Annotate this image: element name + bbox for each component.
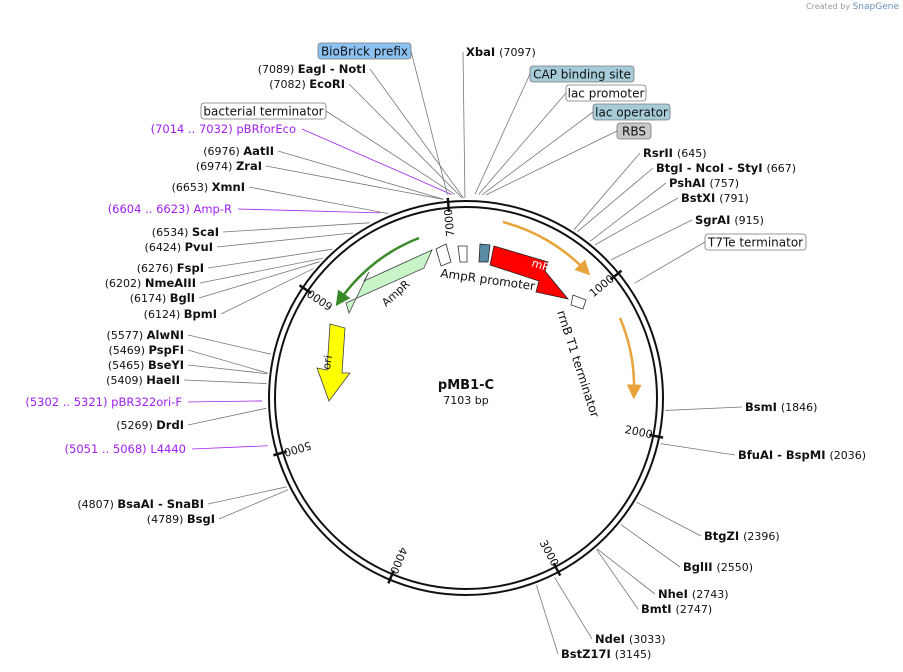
site-sgrai[interactable]: SgrAI (915) (695, 213, 764, 227)
site-pspfi[interactable]: (5469) PspFI (108, 343, 184, 357)
rrnb-t1-terminator-feature[interactable] (570, 294, 587, 310)
tick-label-3000: 3000 (537, 538, 562, 569)
site-btgi-ncoi-styi[interactable]: BtgI - NcoI - StyI (667) (656, 161, 796, 175)
tick-2000 (649, 433, 664, 439)
plasmid-name: pMB1-C (438, 378, 494, 393)
site-bglii[interactable]: BglII (2550) (683, 560, 753, 574)
tick-3000 (552, 562, 562, 577)
feature-box-bacterial-terminator[interactable]: bacterial terminator (200, 102, 327, 120)
site-pshai[interactable]: PshAI (757) (669, 176, 739, 190)
ampr-promoter-feature[interactable] (457, 245, 468, 263)
site-btgzi[interactable]: BtgZI (2396) (704, 529, 780, 543)
lac-feature-block[interactable] (478, 243, 491, 263)
tick-1000 (609, 269, 623, 281)
ampr-feature[interactable] (345, 249, 433, 315)
svg-text:lac promoter: lac promoter (568, 87, 645, 101)
svg-text:T7Te terminator: T7Te terminator (707, 236, 803, 250)
primer-pbr322ori-f[interactable]: (5302 .. 5321) pBR322ori-F (25, 395, 182, 409)
site-scai[interactable]: (6534) ScaI (152, 225, 219, 239)
site-bfuai-bspmi[interactable]: BfuAI - BspMI (2036) (738, 448, 866, 462)
site-drdi[interactable]: (5269) DrdI (116, 418, 184, 432)
site-eagi-noti[interactable]: (7089) EagI - NotI (258, 62, 366, 76)
site-bstz17i[interactable]: BstZ17I (3145) (561, 647, 651, 661)
tick-7000 (446, 197, 451, 212)
ori-label: ori (320, 354, 335, 370)
feature-box-biobrick-prefix[interactable]: BioBrick prefix (317, 42, 412, 60)
orf-downstream-arrow (618, 317, 642, 400)
site-nhei[interactable]: NheI (2743) (658, 587, 728, 601)
bacterial-terminator-feature[interactable] (435, 243, 452, 267)
snapgene-logo: SnapGene (852, 2, 899, 12)
site-bseyi[interactable]: (5465) BseYI (108, 358, 184, 372)
feature-box-t7te-terminator[interactable]: T7Te terminator (704, 233, 807, 251)
ori-feature[interactable] (316, 323, 351, 402)
site-bsaai-snabi[interactable]: (4807) BsaAI - SnaBI (77, 497, 204, 511)
mrfp1-feature[interactable] (489, 245, 570, 300)
site-bmti[interactable]: BmtI (2747) (641, 602, 712, 616)
site-xmni[interactable]: (6653) XmnI (172, 180, 245, 194)
site-bsgi[interactable]: (4789) BsgI (147, 512, 215, 526)
tick-5000 (273, 450, 288, 457)
feature-box-cap-binding-site[interactable]: CAP binding site (529, 65, 635, 83)
primer-l4440[interactable]: (5051 .. 5068) L4440 (65, 442, 186, 456)
plasmid-size: 7103 bp (443, 394, 488, 407)
site-xbai[interactable]: XbaI (7097) (466, 45, 536, 59)
site-bsmi[interactable]: BsmI (1846) (745, 400, 817, 414)
feature-box-lac-operator[interactable]: lac operator (592, 103, 671, 121)
primer-amp-r[interactable]: (6604 .. 6623) Amp-R (108, 202, 232, 216)
primer-pbrforeco[interactable]: (7014 .. 7032) pBRforEco (151, 122, 296, 136)
tick-label-2000: 2000 (624, 423, 654, 441)
feature-box-rbs[interactable]: RBS (616, 122, 652, 140)
plasmid-backbone (268, 200, 664, 596)
tick-label-7000: 7000 (442, 208, 457, 237)
tick-label-5000: 5000 (282, 438, 313, 458)
site-bgli[interactable]: (6174) BglI (130, 291, 195, 305)
snapgene-credit: Created by SnapGene (806, 2, 899, 12)
site-haeii[interactable]: (5409) HaeII (106, 373, 180, 387)
orf-mrfp1-arrow (502, 220, 591, 276)
svg-text:BioBrick prefix: BioBrick prefix (321, 45, 408, 59)
site-fspi[interactable]: (6276) FspI (137, 261, 204, 275)
site-bpmi[interactable]: (6124) BpmI (144, 307, 217, 321)
leader-lines (183, 50, 743, 655)
site-labels: (7089) EagI - NotI(7082) EcoRI (6976) Aat… (25, 42, 866, 661)
site-bstxi[interactable]: BstXI (791) (681, 191, 749, 205)
tick-label-4000: 4000 (387, 545, 410, 576)
svg-text:bacterial terminator: bacterial terminator (203, 105, 323, 119)
orf-ampr-arrow (335, 236, 420, 307)
site-nmeaiii[interactable]: (6202) NmeAIII (105, 276, 196, 290)
svg-text:lac operator: lac operator (595, 106, 668, 120)
svg-text:RBS: RBS (622, 125, 646, 139)
feature-box-lac-promoter[interactable]: lac promoter (565, 84, 647, 102)
site-zrai[interactable]: (6974) ZraI (196, 159, 262, 173)
site-pvui[interactable]: (6424) PvuI (145, 240, 213, 254)
svg-text:CAP binding site: CAP binding site (533, 68, 631, 82)
site-ecori[interactable]: (7082) EcoRI (269, 77, 345, 91)
tick-4000 (387, 569, 395, 584)
site-aatii[interactable]: (6976) AatII (203, 144, 274, 158)
rrnb-t1-terminator-label: rrnB T1 terminator (554, 309, 602, 420)
tick-6000 (298, 284, 312, 295)
site-alwni[interactable]: (5577) AlwNI (107, 328, 184, 342)
site-rsrii[interactable]: RsrII (645) (643, 146, 707, 160)
credit-prefix: Created by (806, 2, 851, 11)
site-ndei[interactable]: NdeI (3033) (595, 632, 666, 646)
